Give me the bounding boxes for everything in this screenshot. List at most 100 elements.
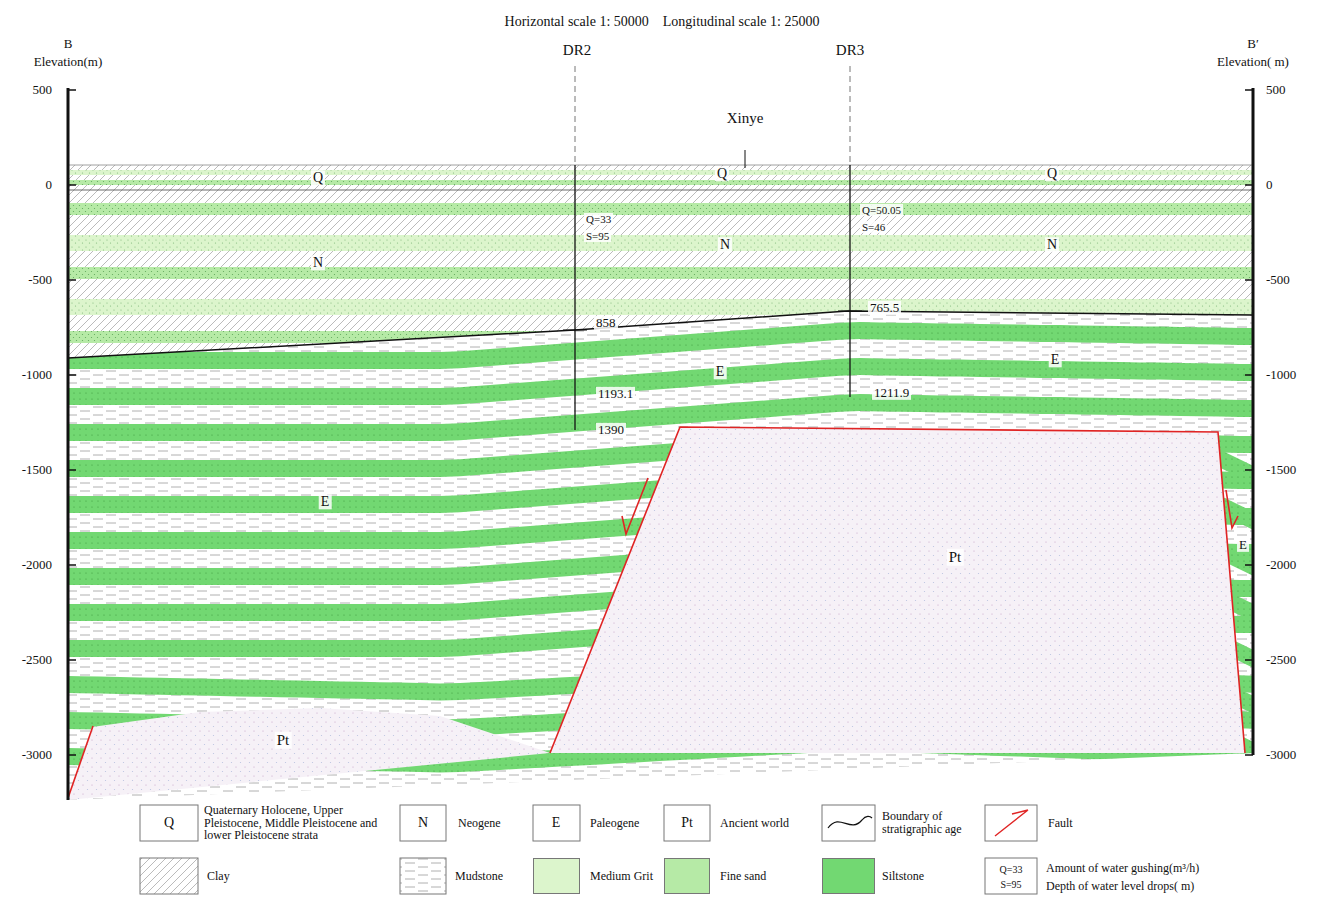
age-boundary: [68, 311, 1253, 358]
fault-line: [550, 427, 1245, 753]
tick: [1245, 469, 1253, 471]
tick: [68, 279, 76, 281]
legend-text: Mudstone: [455, 870, 503, 883]
legend-text: Siltstone: [882, 870, 924, 883]
neogene-band: [60, 235, 1260, 251]
faults: [68, 427, 1245, 798]
boreholes: [563, 66, 862, 430]
axis-value: -500: [1266, 273, 1290, 287]
quaternary-bands: [68, 170, 1253, 185]
legend-sample-text: S=95: [1000, 879, 1021, 890]
depth-value: 1211.9: [872, 386, 911, 400]
clay-sample: [140, 858, 198, 894]
axis-value: -1000: [22, 368, 52, 382]
axis-line: [1252, 88, 1255, 755]
legend-box: [985, 858, 1037, 894]
stratum-boundary: [68, 190, 1253, 191]
water-test: Q=33: [584, 213, 613, 225]
legend-swatch: [533, 858, 580, 894]
legend-text: Clay: [207, 870, 230, 883]
town-mark: [745, 150, 746, 168]
legend-text: Ancient world: [720, 817, 789, 830]
legend-text: Fault: [1048, 817, 1073, 830]
legend-text: Fine sand: [720, 870, 766, 883]
axis-title: Elevation(m): [34, 55, 103, 69]
stratum-code: E: [714, 364, 727, 379]
stratum-code: N: [1045, 237, 1059, 252]
legend-box: [664, 805, 710, 841]
fault-line: [68, 726, 93, 798]
town-name: Xinye: [727, 110, 764, 127]
boundary-sample: [828, 816, 872, 828]
legend-box: [140, 805, 198, 841]
water-test: S=95: [584, 230, 611, 242]
legend-box: [533, 805, 580, 841]
borehole-projection: [575, 66, 576, 165]
paleogene-bands: [60, 322, 1262, 772]
legend-sample-text: Q=33: [1000, 864, 1023, 875]
axis-value: 500: [33, 83, 53, 97]
axis-value: 0: [1266, 178, 1273, 192]
legend-text: Medium Grit: [590, 870, 653, 883]
axis-value: -3000: [1266, 748, 1296, 762]
legend-box: [822, 805, 875, 841]
stratum-code: E: [319, 494, 332, 509]
stratum-code: Q: [1045, 166, 1059, 181]
depth-mark: [563, 330, 587, 331]
legend-code: Pt: [681, 815, 693, 830]
legend-box: [400, 805, 446, 841]
stratum-code: N: [718, 237, 732, 252]
depth-value: 858: [594, 316, 618, 330]
sand-band: [68, 180, 1253, 185]
borehole-name: DR3: [836, 42, 864, 59]
legend-code: Q: [164, 815, 174, 830]
tick: [1245, 89, 1253, 91]
legend-code: N: [418, 815, 428, 830]
scale-title: Horizontal scale 1: 50000 Longitudinal s…: [505, 14, 820, 29]
tick: [68, 754, 76, 756]
neogene-band: [60, 203, 1260, 215]
tick: [68, 89, 76, 91]
depth-value: 1390: [596, 423, 626, 437]
axes: [68, 88, 1253, 800]
axis-ticks: [68, 90, 1253, 755]
axis-value: -2000: [1266, 558, 1296, 572]
tick: [1245, 184, 1253, 186]
quaternary-ground: [68, 165, 1253, 191]
legend-text: Quaternary Holocene, Upper Pleistocene, …: [204, 804, 392, 842]
depth-mark: [838, 311, 862, 312]
tick: [1245, 374, 1253, 376]
legend-text: Depth of water level drops( m): [1046, 880, 1194, 893]
stratum-code: Pt: [947, 549, 964, 566]
basement-block: [68, 708, 550, 800]
axis-value: -2500: [1266, 653, 1296, 667]
ground-surface: [68, 165, 1253, 166]
legend-text: Neogene: [458, 817, 501, 830]
borehole: [574, 165, 575, 430]
borehole-projection: [850, 66, 851, 165]
mudstone-sample: [400, 858, 446, 894]
axis-value: -500: [28, 273, 52, 287]
grit-band: [68, 170, 1253, 175]
axis-value: -2500: [22, 653, 52, 667]
axis-value: 0: [46, 178, 53, 192]
legend-box: [985, 805, 1037, 841]
axis-value: -1500: [22, 463, 52, 477]
section-end: B′: [1247, 37, 1259, 51]
axis-value: -3000: [22, 748, 52, 762]
tick: [68, 184, 76, 186]
axis-line: [67, 88, 70, 800]
water-test: S=46: [860, 221, 887, 233]
stratum-code: N: [311, 255, 325, 270]
legend-swatch: [822, 858, 875, 894]
legend-text: Amount of water gushing(m³/h): [1046, 862, 1199, 875]
section-end: B: [64, 37, 73, 51]
borehole-name: DR2: [563, 42, 591, 59]
stratum-code: E: [1237, 538, 1249, 552]
fault-sample: [995, 810, 1028, 836]
stratum-code: E: [1049, 352, 1062, 367]
legend-code: E: [552, 815, 561, 830]
fault-arrow: [1226, 490, 1238, 528]
water-test: Q=50.05: [860, 204, 903, 216]
